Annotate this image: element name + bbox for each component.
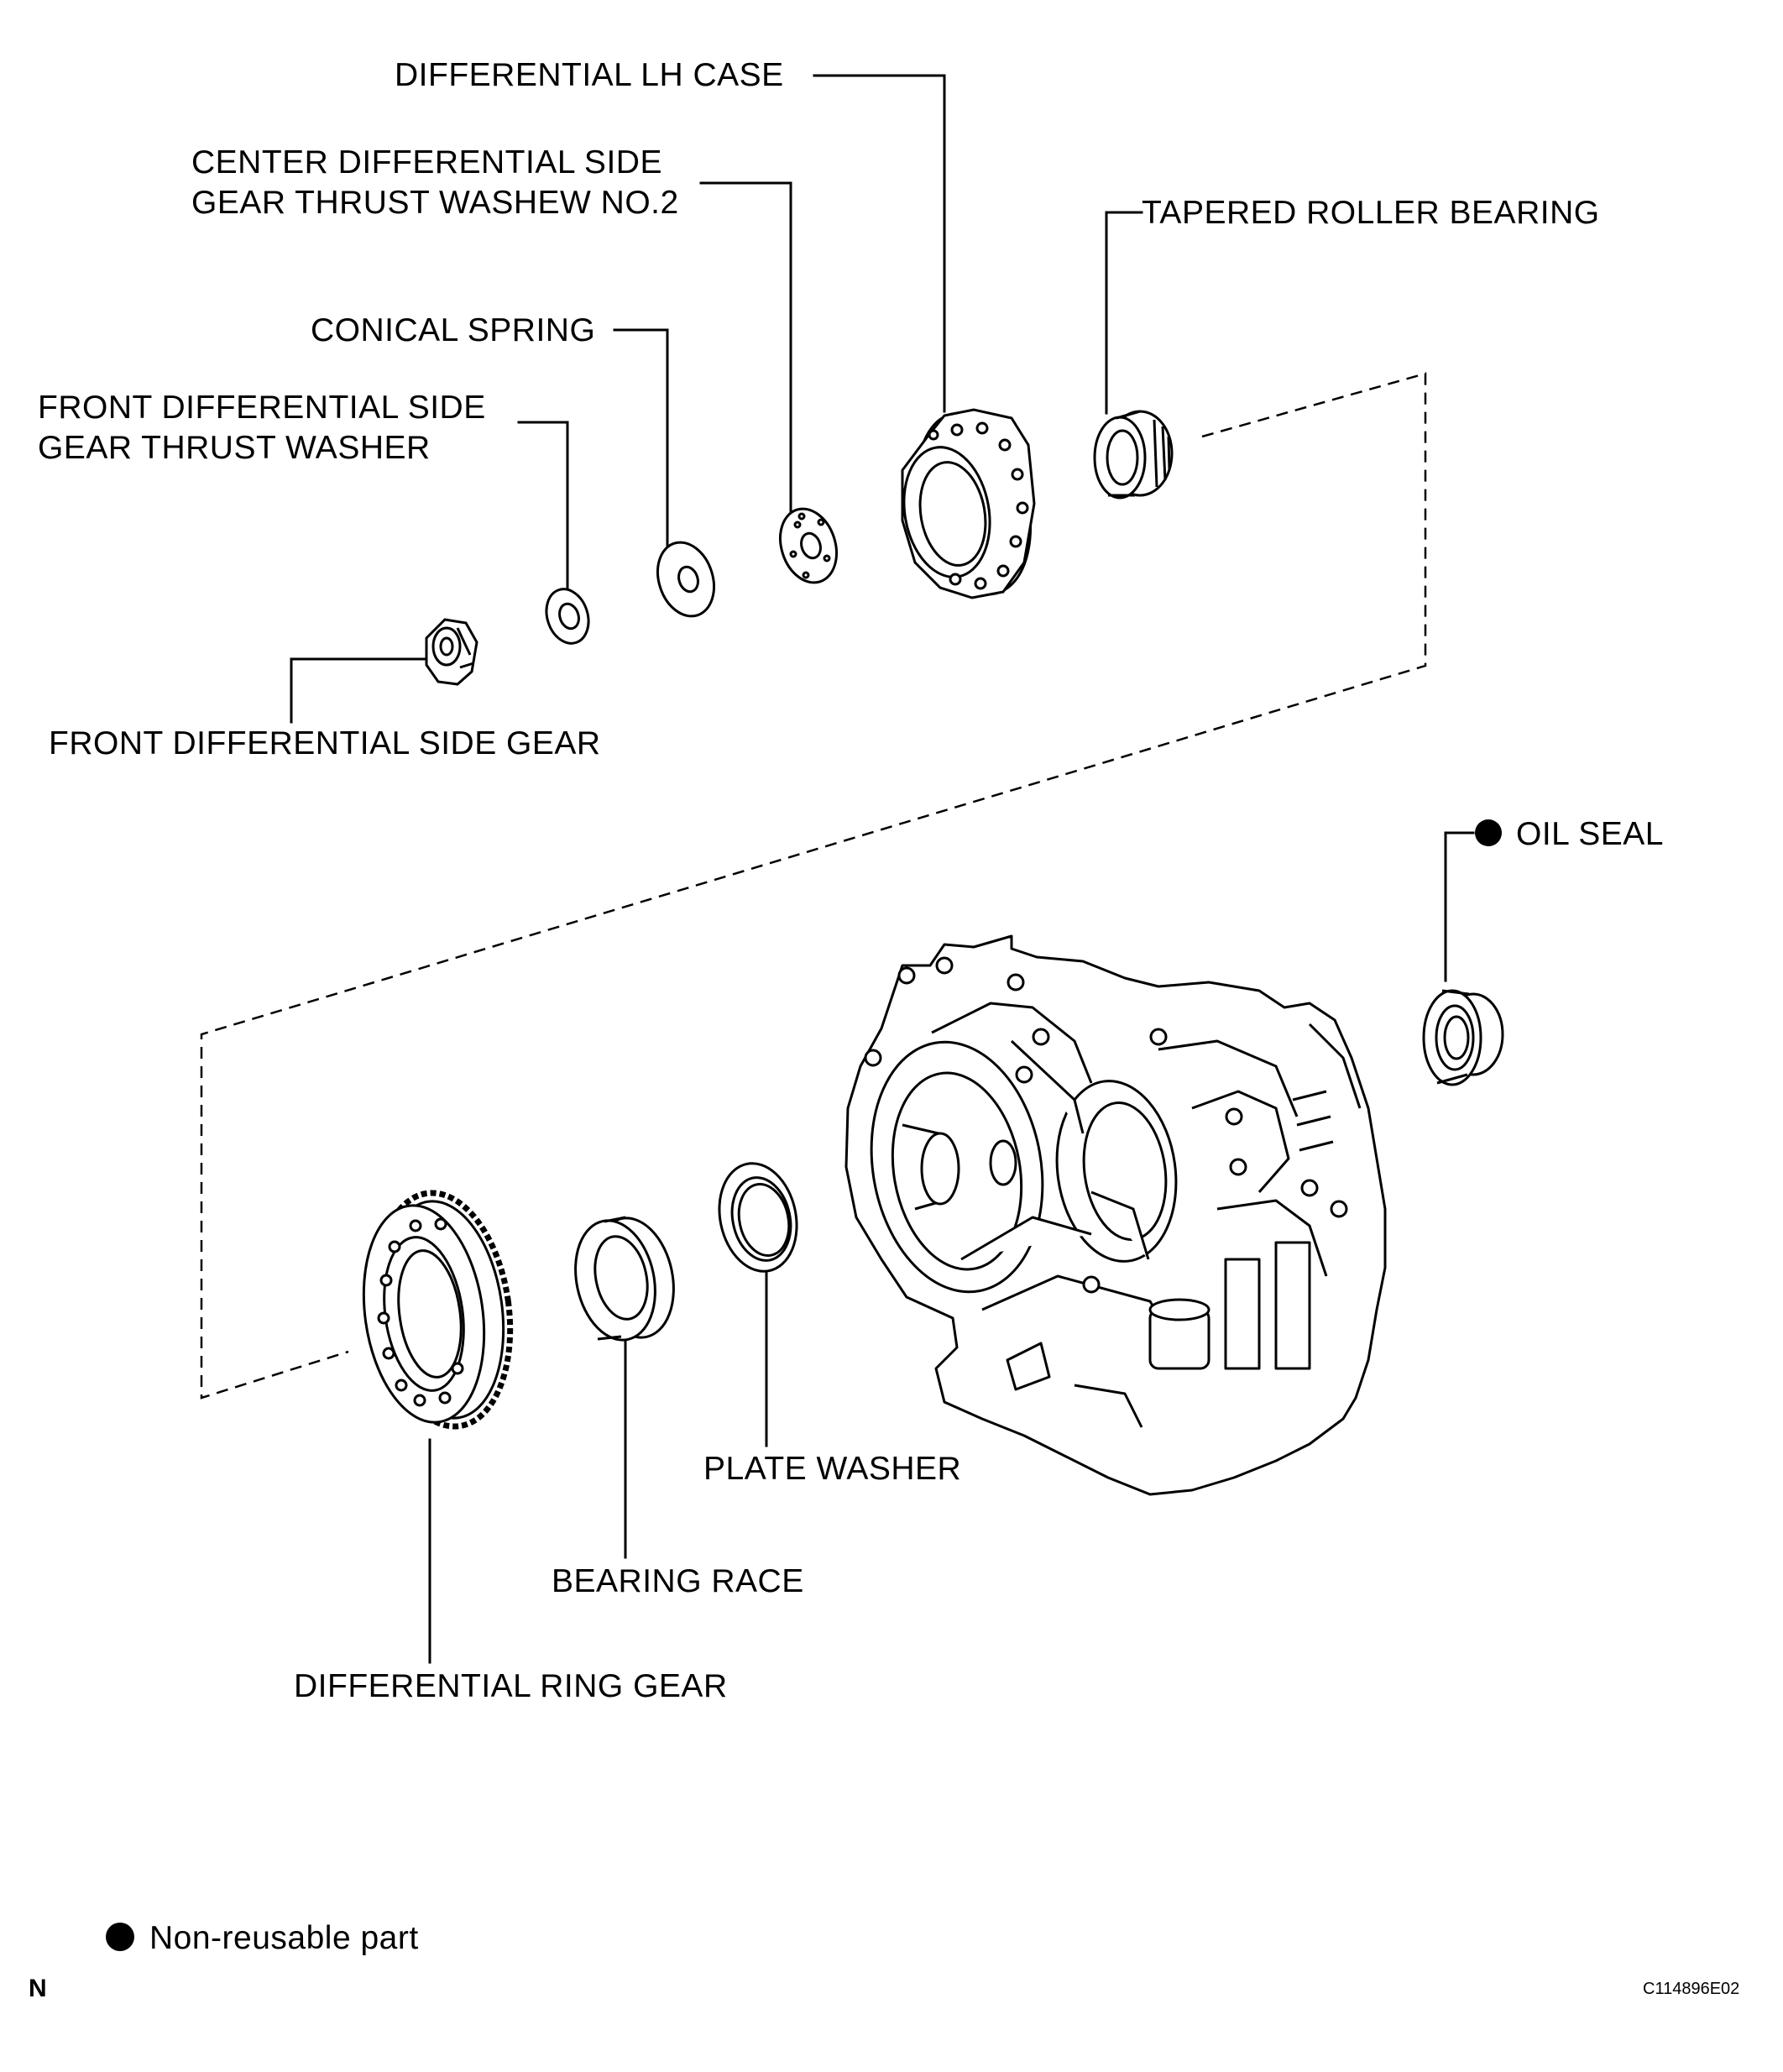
differential-lh-case-part (901, 408, 1036, 599)
tapered-roller-bearing-part (1093, 410, 1174, 500)
conical-spring-part (656, 541, 715, 618)
leader-center-washer (699, 181, 792, 514)
legend-non-reusable: Non-reusable part (106, 1918, 419, 1958)
figure-code: C114896E02 (1643, 1980, 1740, 1998)
transaxle-case-part (844, 934, 1387, 1496)
label-oil-seal: OIL SEAL (1516, 816, 1664, 852)
oil-seal-part (1422, 989, 1504, 1086)
legend-non-reusable-text: Non-reusable part (149, 1920, 419, 1956)
corner-letter: N (29, 1975, 47, 2002)
label-differential-lh-case: DIFFERENTIAL LH CASE (395, 57, 784, 93)
front-differential-side-gear-part (425, 618, 478, 686)
leader-front-side-gear (290, 657, 436, 724)
leader-front-washer (517, 421, 569, 589)
leader-oil-seal (1444, 831, 1475, 982)
plate-washer-part (718, 1162, 798, 1273)
label-conical-spring: CONICAL SPRING (311, 312, 596, 348)
label-bearing-race: BEARING RACE (552, 1563, 804, 1599)
label-center-washer-line2: GEAR THRUST WASHEW NO.2 (191, 185, 679, 221)
label-tapered-roller-bearing: TAPERED ROLLER BEARING (1142, 195, 1600, 231)
label-front-washer-line2: GEAR THRUST WASHER (38, 430, 431, 466)
differential-ring-gear-part (362, 1190, 514, 1430)
center-thrust-washer-part (779, 507, 838, 584)
label-plate-washer: PLATE WASHER (703, 1451, 962, 1487)
leader-tapered-roller-bearing (1105, 211, 1143, 415)
bearing-race-part (574, 1216, 675, 1342)
leader-differential-lh-case (813, 74, 946, 413)
legend-marker-dot (106, 1922, 134, 1951)
label-front-washer-line1: FRONT DIFFERENTIAL SIDE (38, 390, 486, 426)
label-differential-ring-gear: DIFFERENTIAL RING GEAR (294, 1668, 728, 1704)
front-thrust-washer-part (545, 588, 590, 645)
assembly-axis-dashed-line (200, 372, 1427, 1400)
non-reusable-marker-oil-seal (1475, 819, 1502, 846)
label-front-differential-side-gear: FRONT DIFFERENTIAL SIDE GEAR (49, 725, 601, 761)
leader-conical-spring (613, 328, 669, 547)
label-center-washer-line1: CENTER DIFFERENTIAL SIDE (191, 144, 662, 181)
